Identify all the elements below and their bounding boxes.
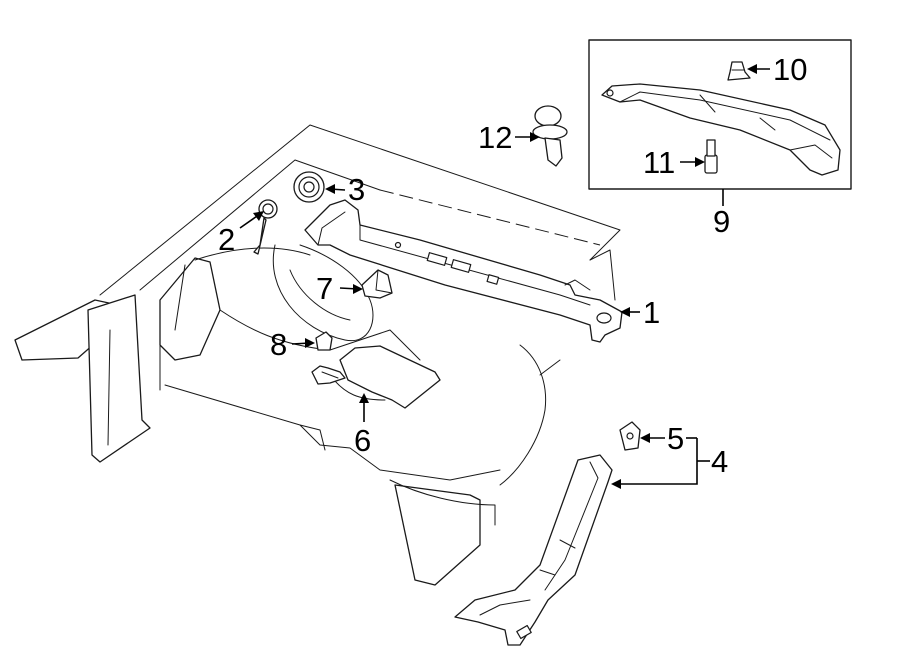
callout-7: 7 xyxy=(316,271,333,306)
round-cap-part xyxy=(293,171,325,203)
callout-2: 2 xyxy=(218,222,235,257)
callout-labels: 1 2 3 4 5 6 7 8 9 10 11 12 xyxy=(218,52,807,479)
header-bracket-part xyxy=(304,199,623,343)
callout-8: 8 xyxy=(270,327,287,362)
callout-9: 9 xyxy=(713,204,730,239)
callout-12: 12 xyxy=(478,120,512,155)
small-clip-part xyxy=(315,331,333,351)
push-pin-part xyxy=(532,105,568,167)
clip-part xyxy=(361,269,393,299)
callout-3: 3 xyxy=(348,172,365,207)
callout-4: 4 xyxy=(711,444,728,479)
callout-1: 1 xyxy=(643,295,660,330)
sun-visor-part xyxy=(311,345,441,409)
pillar-clip-part xyxy=(619,421,641,451)
callout-5: 5 xyxy=(667,421,684,456)
callout-6: 6 xyxy=(354,423,371,458)
callout-10: 10 xyxy=(773,52,807,87)
screw-fastener-part xyxy=(253,199,278,255)
callout-11: 11 xyxy=(643,145,675,180)
leader-lines xyxy=(239,64,770,489)
vehicle-interior-outline xyxy=(14,124,621,586)
inset-box-part-9 xyxy=(588,39,852,190)
pillar-trim-part xyxy=(454,454,613,646)
